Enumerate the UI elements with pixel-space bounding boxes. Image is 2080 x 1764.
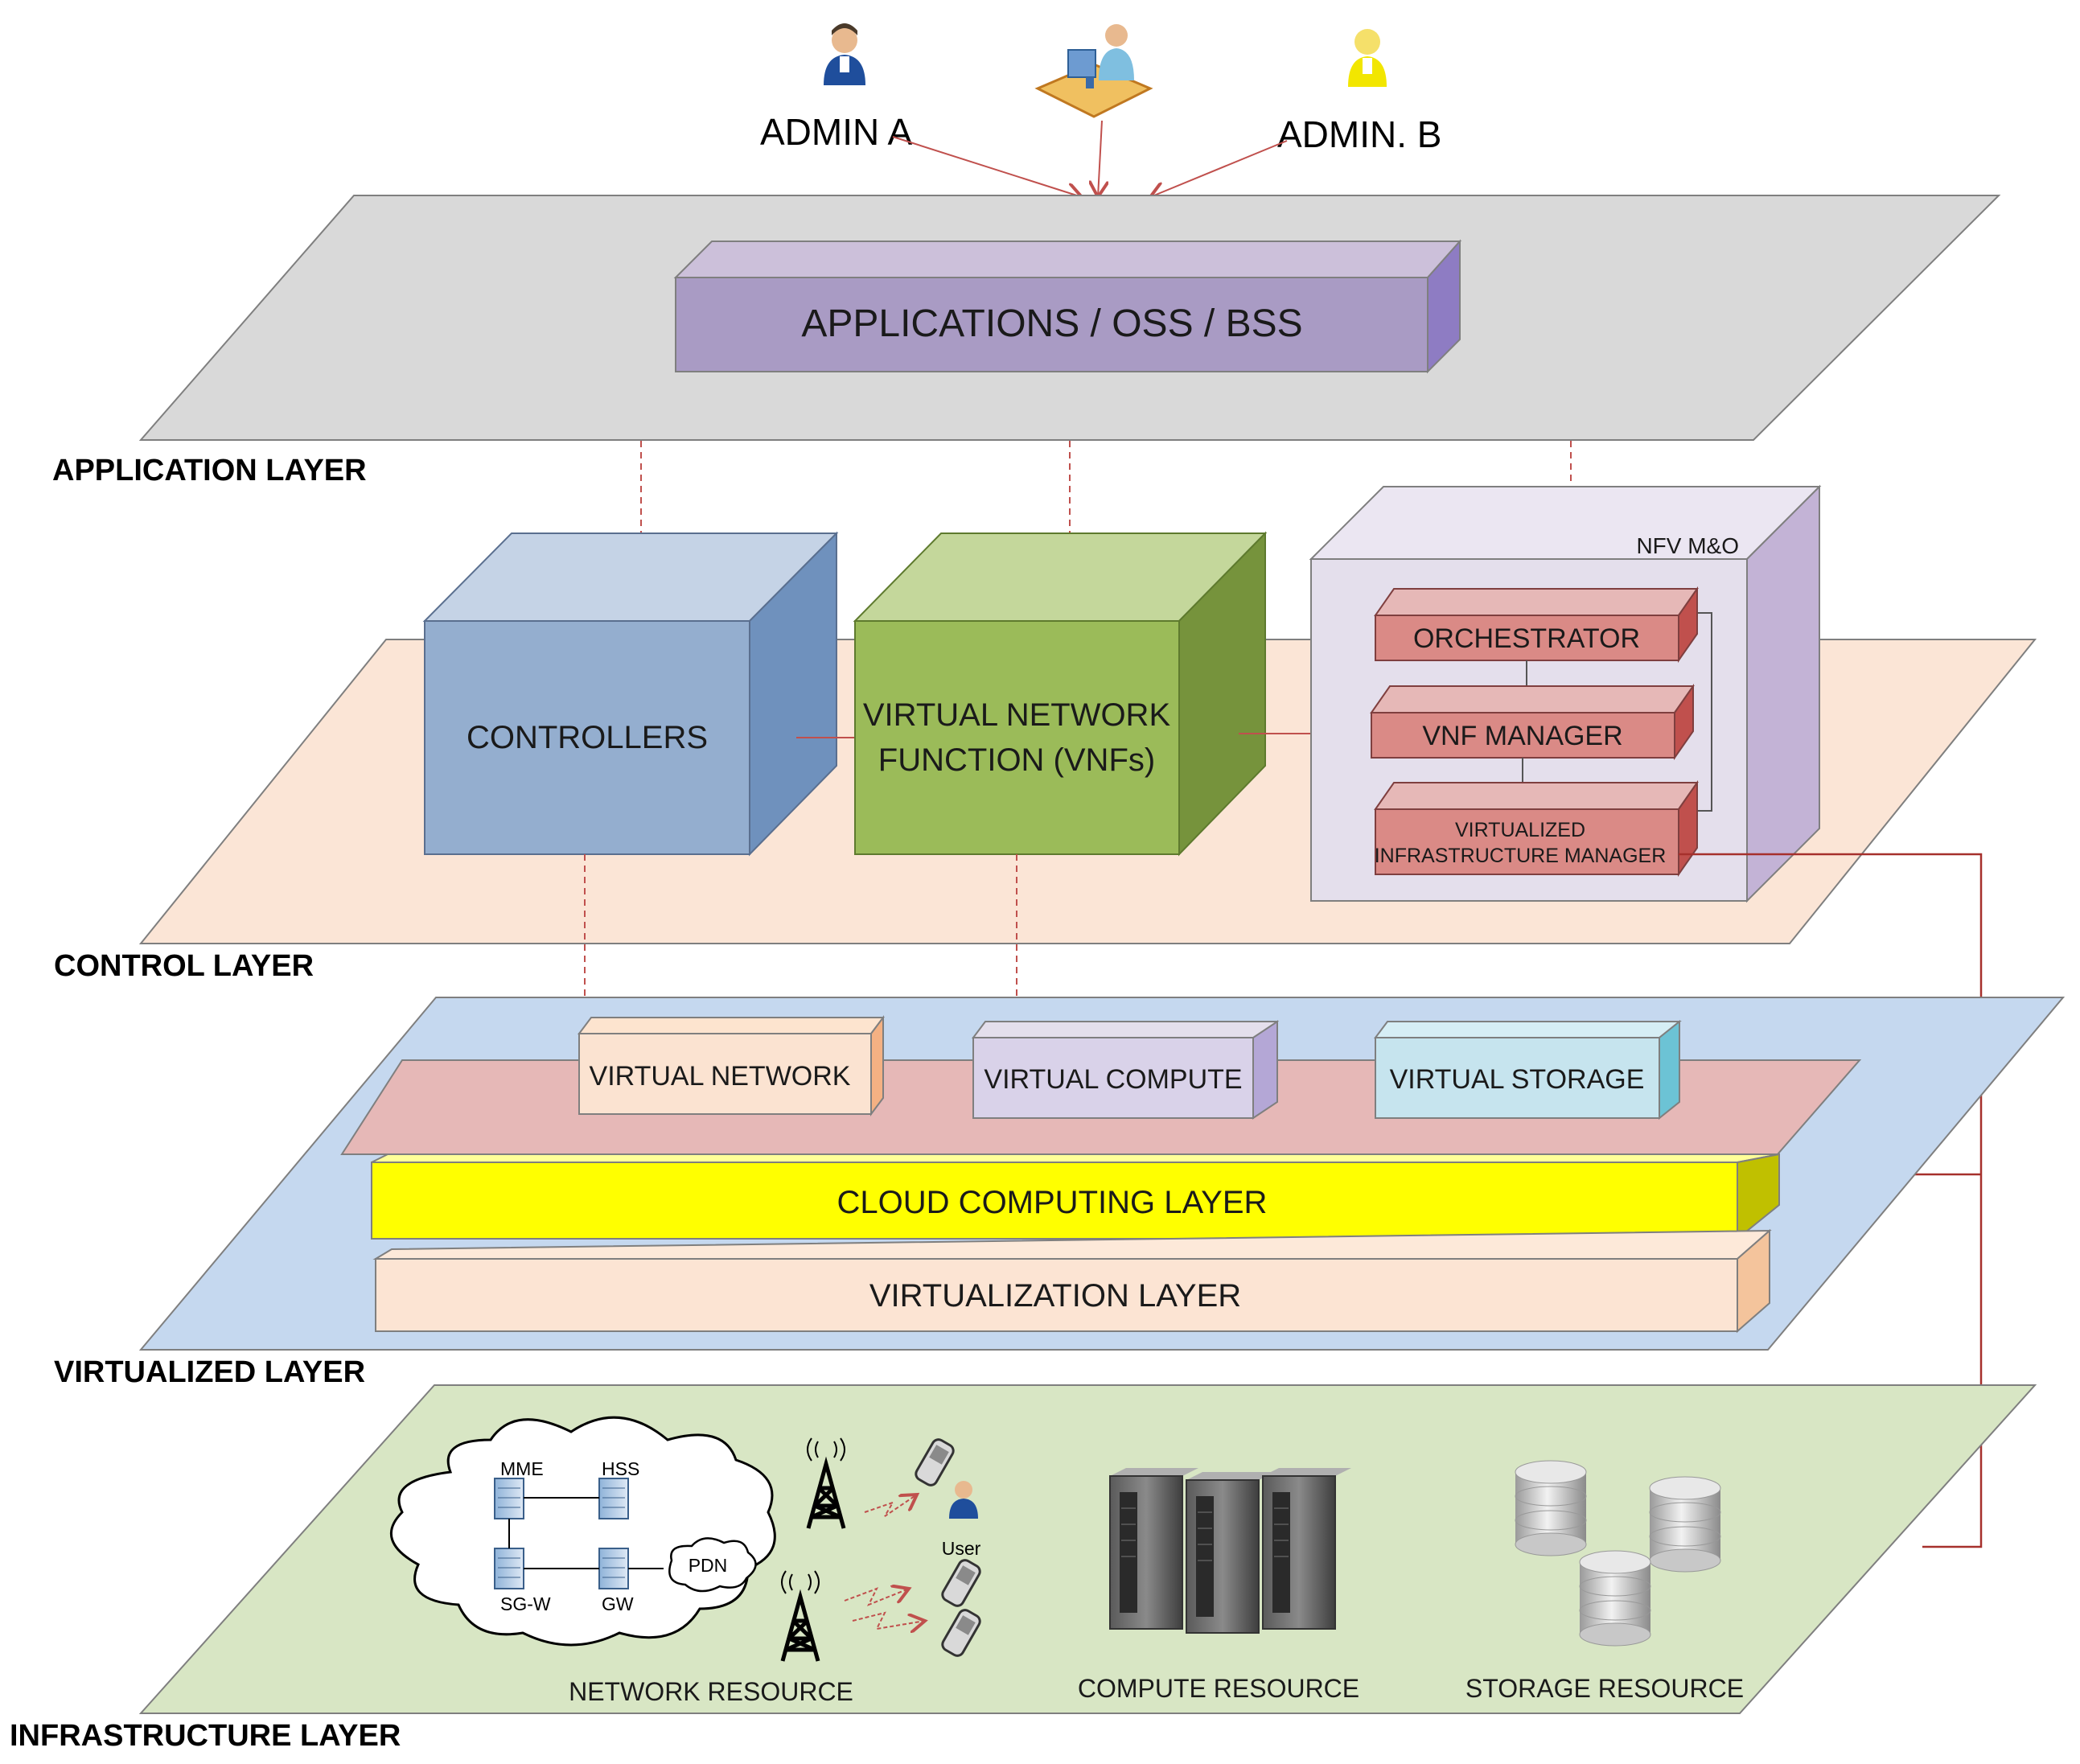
cloud-computing-layer-box: CLOUD COMPUTING LAYER: [371, 1153, 1780, 1241]
storage-disk-icon: [1649, 1476, 1721, 1573]
wireless-link: [864, 1495, 917, 1517]
server-icon: [1109, 1468, 1198, 1630]
storage-disk-icon: [1515, 1460, 1587, 1556]
hss-label: HSS: [602, 1458, 639, 1479]
controllers-label: CONTROLLERS: [467, 720, 708, 755]
vim-infrastructure-connector: [1679, 853, 1983, 1548]
virtual-storage-label: VIRTUAL STORAGE: [1390, 1064, 1645, 1095]
network-resource-label: NETWORK RESOURCE: [569, 1677, 853, 1706]
admin-b-label: ADMIN. B: [1277, 113, 1441, 155]
cell-tower-icon: [780, 1570, 820, 1662]
core-network-cloud: [389, 1416, 776, 1647]
virtual-compute-box: VIRTUAL COMPUTE: [972, 1020, 1279, 1120]
applications-label: APPLICATIONS / OSS / BSS: [801, 302, 1302, 345]
hss-node-icon: [598, 1478, 629, 1519]
user-label: User: [942, 1538, 981, 1559]
mobile-phone-icon: [941, 1609, 981, 1657]
orchestrator-box: ORCHESTRATOR: [1374, 586, 1699, 664]
infrastructure-layer-label: INFRASTRUCTURE LAYER: [10, 1719, 401, 1753]
admin-b-icon: [1348, 29, 1387, 87]
virtual-network-box: VIRTUAL NETWORK: [578, 1015, 885, 1116]
cloud-computing-label: CLOUD COMPUTING LAYER: [837, 1185, 1268, 1220]
mme-node-icon: [494, 1478, 524, 1519]
virtual-network-label: VIRTUAL NETWORK: [590, 1061, 851, 1092]
vim-label-line1: VIRTUALIZED: [1455, 819, 1585, 841]
control-layer-label: CONTROL LAYER: [54, 949, 314, 983]
admin-a-label: ADMIN A: [760, 111, 912, 153]
server-icon: [1262, 1468, 1351, 1630]
mme-label: MME: [500, 1458, 544, 1479]
wireless-link: [852, 1611, 925, 1629]
nfv-mo-label: NFV M&O: [1636, 533, 1739, 558]
virtualized-layer-label: VIRTUALIZED LAYER: [54, 1355, 365, 1389]
vim-label-line2: INFRASTRUCTURE MANAGER: [1375, 845, 1667, 867]
sgw-node-icon: [494, 1548, 524, 1589]
application-layer-label: APPLICATION LAYER: [52, 454, 367, 487]
mobile-phone-icon: [915, 1438, 955, 1486]
pdn-cloud: [668, 1537, 757, 1593]
server-icon: [1186, 1472, 1275, 1634]
controllers-cube: CONTROLLERS: [422, 531, 839, 857]
vnf-cube: VIRTUAL NETWORK FUNCTION (VNFs): [853, 531, 1268, 857]
admin-a-connector: [892, 136, 1082, 197]
vim-box: VIRTUALIZED INFRASTRUCTURE MANAGER: [1374, 779, 1699, 878]
orchestrator-label: ORCHESTRATOR: [1413, 623, 1640, 654]
mobile-phone-icon: [941, 1559, 981, 1607]
admin-a-icon: [824, 23, 865, 85]
vnf-label-line1: VIRTUAL NETWORK: [863, 697, 1171, 733]
applications-box: APPLICATIONS / OSS / BSS: [673, 239, 1462, 374]
virtualization-layer-box: VIRTUALIZATION LAYER: [372, 1228, 1772, 1334]
virtual-compute-label: VIRTUAL COMPUTE: [984, 1064, 1242, 1095]
storage-resource-label: STORAGE RESOURCE: [1465, 1674, 1744, 1703]
compute-resource-label: COMPUTE RESOURCE: [1078, 1674, 1359, 1703]
gw-node-icon: [598, 1548, 629, 1589]
wireless-link: [844, 1589, 909, 1606]
storage-disk-icon: [1579, 1550, 1651, 1647]
pdn-label: PDN: [689, 1555, 728, 1576]
virtualization-label: VIRTUALIZATION LAYER: [869, 1278, 1241, 1314]
operator-workstation-icon: [1034, 24, 1153, 118]
vnf-label-line2: FUNCTION (VNFs): [878, 742, 1155, 778]
cell-tower-icon: [806, 1437, 846, 1529]
vnf-manager-label: VNF MANAGER: [1422, 721, 1622, 751]
vnf-manager-box: VNF MANAGER: [1370, 683, 1695, 761]
user-icon: [949, 1481, 978, 1519]
admin-b-connector: [1150, 140, 1288, 197]
sgw-label: SG-W: [500, 1593, 551, 1614]
gw-label: GW: [602, 1593, 634, 1614]
workstation-connector: [1098, 120, 1102, 197]
nfv-bracket-connector: [1689, 612, 1712, 812]
virtual-storage-box: VIRTUAL STORAGE: [1374, 1019, 1682, 1120]
